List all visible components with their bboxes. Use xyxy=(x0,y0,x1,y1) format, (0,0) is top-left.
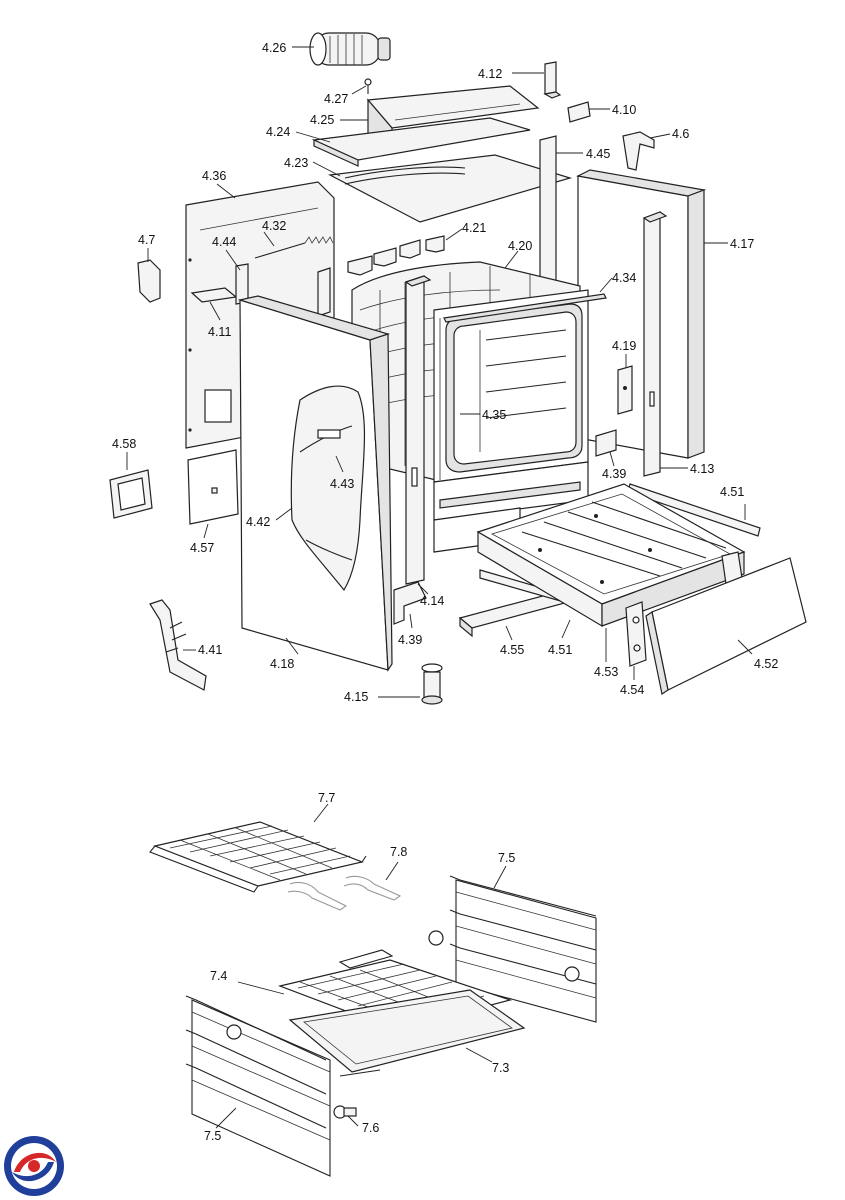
label-7-6: 7.6 xyxy=(362,1121,379,1135)
label-4-51-upper: 4.51 xyxy=(720,485,744,499)
label-4-32: 4.32 xyxy=(262,219,286,233)
part-left-front-strip xyxy=(404,275,432,585)
label-4-44: 4.44 xyxy=(212,235,236,249)
label-4-18: 4.18 xyxy=(270,657,294,671)
leader-lines-lower xyxy=(215,803,507,1129)
part-clip xyxy=(567,101,591,123)
part-side-strip xyxy=(235,263,249,305)
label-4-27: 4.27 xyxy=(324,92,348,106)
part-baking-tray xyxy=(288,989,526,1077)
label-4-51-lower: 4.51 xyxy=(548,643,572,657)
part-rack-clips xyxy=(287,875,402,911)
part-bolt xyxy=(333,1105,357,1119)
label-4-43: 4.43 xyxy=(330,477,354,491)
part-vertical-strip xyxy=(539,135,557,295)
logo-red-swirl xyxy=(14,1152,56,1172)
label-4-20: 4.20 xyxy=(508,239,532,253)
part-left-runner xyxy=(393,581,427,625)
part-insulation-clips xyxy=(317,235,445,317)
label-4-10: 4.10 xyxy=(612,103,636,117)
label-7-5-right: 7.5 xyxy=(498,851,515,865)
part-side-runner-right xyxy=(428,875,597,1023)
label-4-45: 4.45 xyxy=(586,147,610,161)
part-adjustable-foot xyxy=(421,663,443,705)
label-4-13: 4.13 xyxy=(690,462,714,476)
part-spring xyxy=(254,236,334,259)
label-4-57: 4.57 xyxy=(190,541,214,555)
label-4-36: 4.36 xyxy=(202,169,226,183)
part-hinge-bracket xyxy=(622,131,655,171)
brand-logo xyxy=(4,1136,64,1196)
part-door-switch xyxy=(617,365,633,415)
part-angle-bracket xyxy=(137,259,161,303)
label-4-55: 4.55 xyxy=(500,643,524,657)
part-right-runner-bracket xyxy=(595,429,617,457)
part-number-labels: 4.26 4.27 4.25 4.24 4.23 4.12 4.10 4.6 4… xyxy=(112,41,778,1143)
label-4-26: 4.26 xyxy=(262,41,286,55)
part-cover-plate xyxy=(109,469,153,519)
part-side-runner-left xyxy=(185,995,331,1177)
label-7-4: 7.4 xyxy=(210,969,227,983)
part-drawer-front xyxy=(645,557,807,695)
label-4-42: 4.42 xyxy=(246,515,270,529)
label-4-54: 4.54 xyxy=(620,683,644,697)
part-seal-strip xyxy=(443,293,607,323)
label-4-39-right: 4.39 xyxy=(602,467,626,481)
label-4-17: 4.17 xyxy=(730,237,754,251)
part-tangential-fan xyxy=(309,32,391,66)
label-4-11: 4.11 xyxy=(208,325,231,339)
part-foot-bracket xyxy=(149,599,207,691)
part-rear-small-panel xyxy=(187,449,239,525)
label-7-5-left: 7.5 xyxy=(204,1129,221,1143)
label-4-21: 4.21 xyxy=(462,221,486,235)
label-4-6: 4.6 xyxy=(672,127,689,141)
part-heat-deflector xyxy=(328,154,573,223)
label-4-35: 4.35 xyxy=(482,408,506,422)
part-top-plate xyxy=(311,117,531,167)
label-4-24: 4.24 xyxy=(266,125,290,139)
label-4-41: 4.41 xyxy=(198,643,222,657)
label-4-23: 4.23 xyxy=(284,156,308,170)
label-4-52: 4.52 xyxy=(754,657,778,671)
part-right-side-panel xyxy=(576,169,707,459)
label-4-14: 4.14 xyxy=(420,594,444,608)
part-drawer-hinge xyxy=(625,551,743,667)
label-4-25: 4.25 xyxy=(310,113,334,127)
leader-lines-upper xyxy=(126,46,753,698)
part-left-side-panel xyxy=(237,295,393,672)
part-cavity-front-frame xyxy=(433,289,589,553)
part-bracket-small xyxy=(543,61,562,99)
part-right-front-strip xyxy=(642,211,668,477)
label-4-19: 4.19 xyxy=(612,339,636,353)
label-4-34: 4.34 xyxy=(612,271,636,285)
part-drawer-tray xyxy=(476,483,746,628)
label-4-7: 4.7 xyxy=(138,233,155,247)
label-4-12: 4.12 xyxy=(478,67,502,81)
label-7-7: 7.7 xyxy=(318,791,335,805)
label-7-3: 7.3 xyxy=(492,1061,509,1075)
label-4-53: 4.53 xyxy=(594,665,618,679)
part-screw xyxy=(364,78,372,94)
label-4-58: 4.58 xyxy=(112,437,136,451)
label-4-39-left: 4.39 xyxy=(398,633,422,647)
label-7-8: 7.8 xyxy=(390,845,407,859)
part-wire-grid-top xyxy=(149,821,367,893)
label-4-15: 4.15 xyxy=(344,690,368,704)
logo-blue-swirl xyxy=(12,1162,54,1182)
